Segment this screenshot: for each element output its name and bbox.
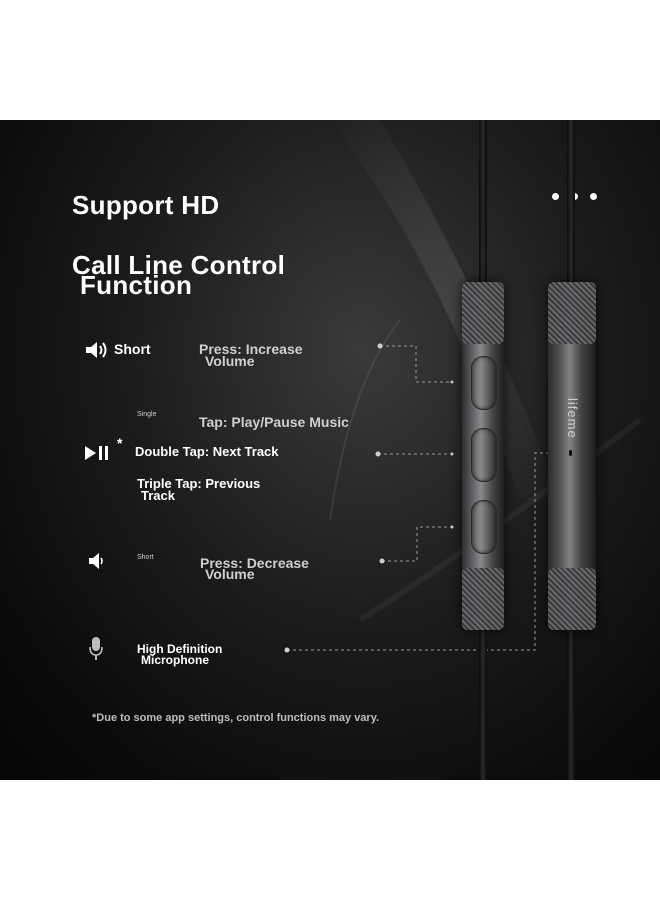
triple-line1: Triple Tap: Previous: [137, 476, 261, 491]
cable-right-top: [567, 120, 575, 285]
play-pause-button[interactable]: [471, 428, 497, 482]
short-label: Short: [114, 341, 151, 357]
volume-up-button[interactable]: [471, 356, 497, 410]
mic-hole: [569, 450, 572, 456]
cable-right-bottom: [567, 625, 575, 780]
footnote: *Due to some app settings, control funct…: [92, 712, 380, 724]
asterisk-mark: *: [117, 435, 123, 451]
volume-down-icon: [89, 553, 103, 569]
short-mini-label: Short: [137, 554, 154, 561]
knurl-bottom: [462, 568, 504, 630]
volume-down-button[interactable]: [471, 500, 497, 554]
cable-left-bottom: [479, 625, 487, 780]
increase-line1: Press: Increase: [199, 341, 303, 357]
knurl-top-back: [548, 282, 596, 344]
single-tap-label: Tap: Play/Pause Music: [199, 414, 349, 430]
single-mini-label: Single: [137, 411, 157, 418]
knurl-top: [462, 282, 504, 344]
decrease-line1: Press: Decrease: [200, 555, 309, 571]
mic-line2: Microphone: [141, 653, 209, 667]
brand-mark: lifeme: [565, 398, 580, 439]
double-tap-label: Double Tap: Next Track: [135, 444, 279, 459]
remote-front: [462, 282, 504, 630]
increase-line2: Volume: [205, 353, 255, 369]
triple-line2: Track: [141, 488, 175, 503]
cable-left-top: [479, 120, 487, 285]
promo-panel: Support HD Call Line Control Function Sh…: [0, 120, 660, 780]
volume-up-icon: [86, 342, 107, 358]
remote-back: lifeme: [548, 282, 596, 630]
subtitle-line1: Call Line Control: [72, 250, 286, 280]
title: Support HD: [72, 190, 220, 220]
play-pause-icon: [85, 446, 108, 460]
decrease-line2: Volume: [205, 566, 255, 582]
knurl-bottom-back: [548, 568, 596, 630]
subtitle-line2: Function: [80, 270, 193, 300]
mic-line1: High Definition: [137, 642, 223, 656]
microphone-icon: [89, 637, 103, 660]
